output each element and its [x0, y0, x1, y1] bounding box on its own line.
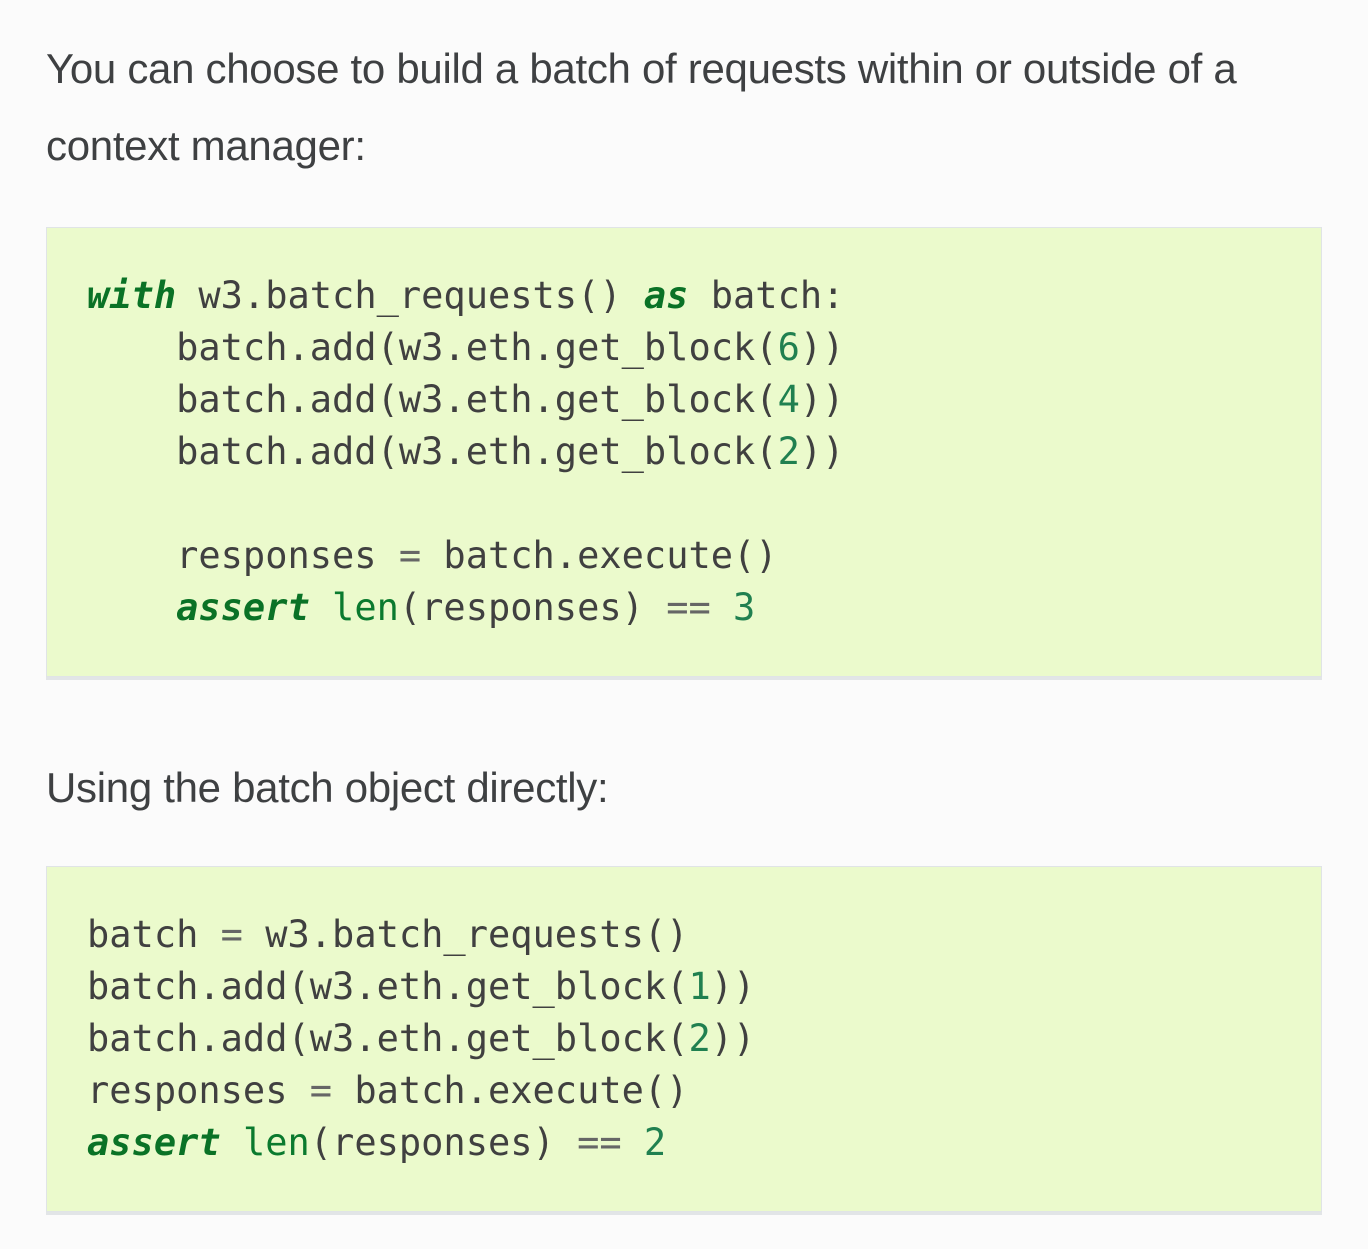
code-line: batch.add(w3.eth.get_block(6)): [87, 322, 1281, 374]
code-token: )): [799, 430, 845, 473]
code-line: assert len(responses) == 2: [87, 1117, 1281, 1169]
code-token: batch.add(w3.eth.get_block(: [87, 430, 778, 473]
code-token: len: [332, 586, 399, 629]
docs-content: You can choose to build a batch of reque…: [0, 30, 1368, 1212]
code-line: [87, 478, 1281, 530]
direct-usage-paragraph: Using the batch object directly:: [46, 764, 609, 811]
code-line: batch.add(w3.eth.get_block(4)): [87, 374, 1281, 426]
code-token: 2: [777, 430, 800, 473]
code-token: batch.add(w3.eth.get_block(: [87, 965, 689, 1008]
code-token: assert: [87, 1121, 221, 1164]
code-token: batch: [87, 913, 221, 956]
code-token: ==: [666, 586, 711, 629]
code-token: 4: [777, 378, 800, 421]
code-snippet-context-manager: with w3.batch_requests() as batch: batch…: [87, 270, 1281, 634]
code-block-direct-usage: batch = w3.batch_requests()batch.add(w3.…: [46, 866, 1322, 1212]
code-token: responses: [87, 1069, 310, 1112]
code-token: [87, 586, 176, 629]
code-token: batch.add(w3.eth.get_block(: [87, 378, 778, 421]
code-token: )): [710, 1017, 756, 1060]
code-token: len: [242, 1121, 310, 1164]
code-line: with w3.batch_requests() as batch:: [87, 270, 1281, 322]
code-token: with: [87, 274, 177, 317]
code-token: batch.execute(): [421, 534, 778, 577]
code-token: 6: [777, 326, 800, 369]
code-token: =: [398, 534, 422, 577]
code-token: 1: [688, 965, 711, 1008]
code-token: as: [643, 274, 689, 317]
code-token: [711, 586, 733, 629]
code-line: responses = batch.execute(): [87, 1065, 1281, 1117]
code-line: batch = w3.batch_requests(): [87, 909, 1281, 961]
code-token: [622, 1121, 644, 1164]
code-line: batch.add(w3.eth.get_block(1)): [87, 961, 1281, 1013]
intro-paragraph: You can choose to build a batch of reque…: [46, 45, 1237, 169]
code-line: batch.add(w3.eth.get_block(2)): [87, 1013, 1281, 1065]
code-token: =: [220, 913, 243, 956]
code-snippet-direct-usage: batch = w3.batch_requests()batch.add(w3.…: [87, 909, 1281, 1169]
code-token: assert: [176, 586, 310, 629]
code-token: (responses): [398, 586, 667, 629]
code-token: (responses): [309, 1121, 578, 1164]
code-token: )): [799, 378, 845, 421]
code-token: batch:: [688, 274, 845, 317]
code-token: 2: [688, 1017, 711, 1060]
code-token: batch.add(w3.eth.get_block(: [87, 326, 778, 369]
code-token: ==: [577, 1121, 622, 1164]
code-token: [221, 1121, 243, 1164]
code-token: 2: [643, 1121, 667, 1164]
code-token: batch.add(w3.eth.get_block(: [87, 1017, 689, 1060]
code-token: [310, 586, 332, 629]
code-block-context-manager: with w3.batch_requests() as batch: batch…: [46, 227, 1322, 677]
code-token: w3.batch_requests(): [176, 274, 644, 317]
code-line: responses = batch.execute(): [87, 530, 1281, 582]
code-token: batch.execute(): [332, 1069, 689, 1112]
code-token: )): [710, 965, 756, 1008]
code-line: batch.add(w3.eth.get_block(2)): [87, 426, 1281, 478]
code-token: )): [799, 326, 845, 369]
code-token: w3.batch_requests(): [242, 913, 689, 956]
code-token: 3: [733, 586, 756, 629]
code-token: =: [309, 1069, 333, 1112]
code-token: responses: [87, 534, 399, 577]
code-line: assert len(responses) == 3: [87, 582, 1281, 634]
